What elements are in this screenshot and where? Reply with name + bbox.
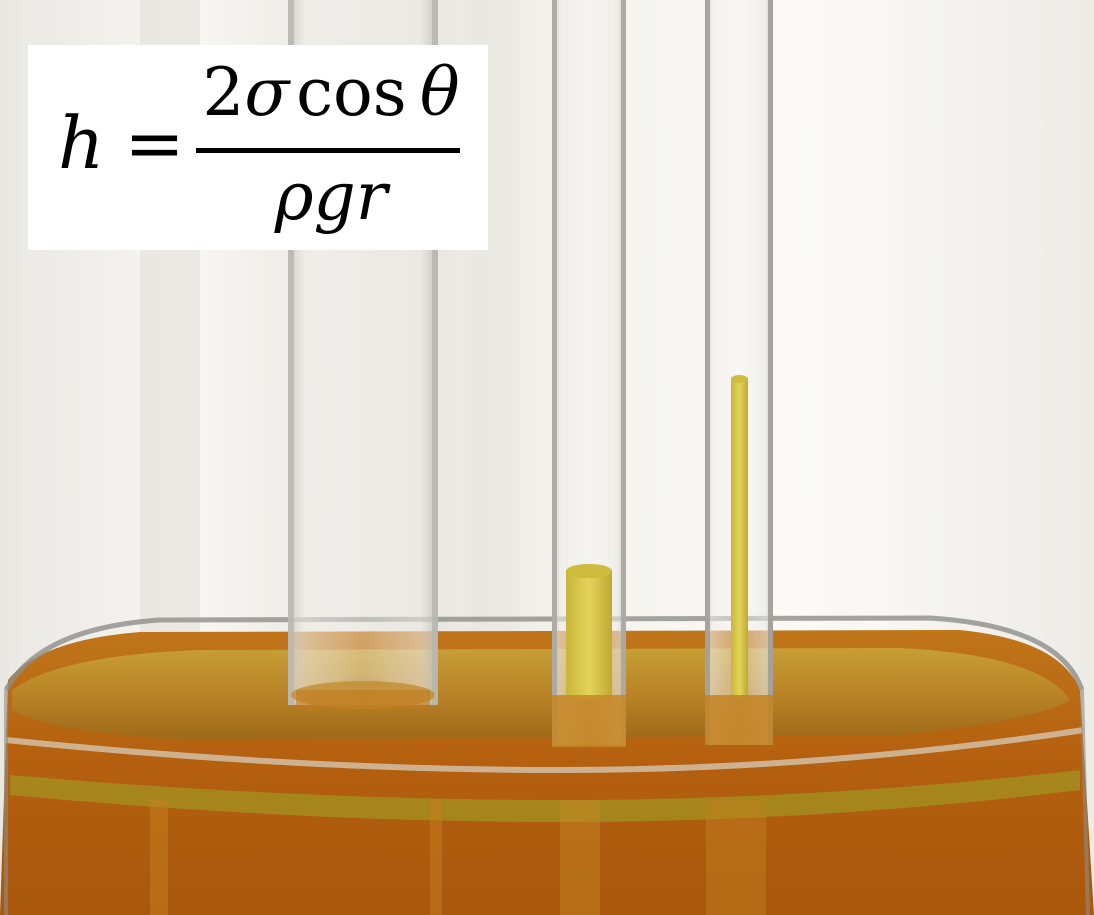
formula-height-var: h	[58, 101, 105, 185]
formula-card: h= 2σ cos θ ρgr	[28, 45, 488, 250]
formula-cos: cos	[296, 54, 407, 131]
formula-numerator: 2σ cos θ	[196, 53, 466, 133]
formula-lhs: h=	[58, 103, 185, 183]
formula-equals: =	[124, 101, 185, 185]
formula-fraction-bar	[196, 148, 460, 153]
capillary-rise-formula: h= 2σ cos θ ρgr	[28, 45, 488, 250]
formula-sigma: σ	[244, 54, 290, 131]
formula-theta: θ	[419, 54, 460, 131]
formula-coefficient: 2	[202, 54, 245, 131]
formula-denominator: ρgr	[274, 158, 388, 235]
